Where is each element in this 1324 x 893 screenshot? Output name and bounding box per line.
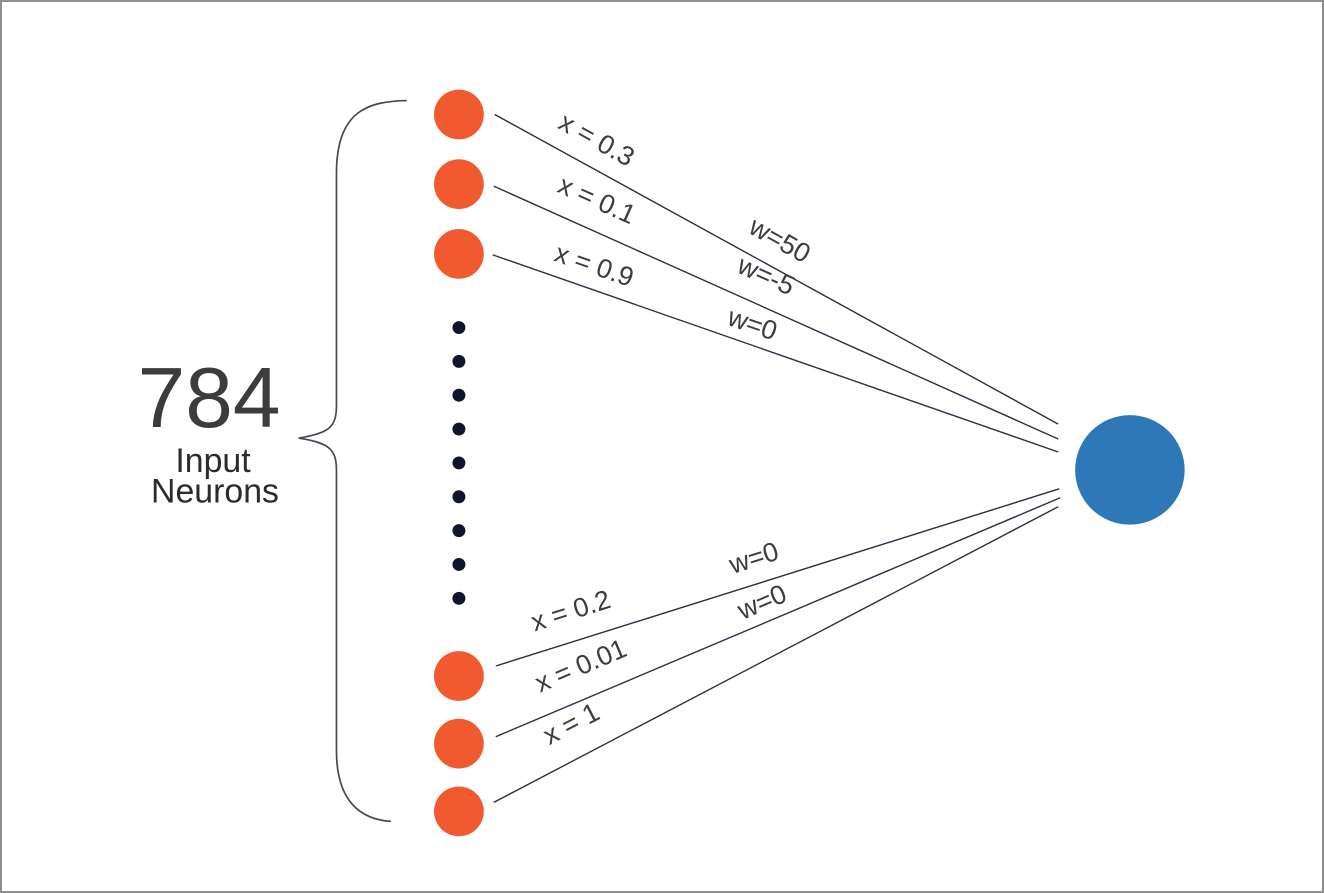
ellipsis-dot bbox=[452, 490, 466, 504]
x-value-label: x = 0.1 bbox=[554, 170, 641, 231]
x-value-label: x = 0.2 bbox=[527, 584, 614, 637]
ellipsis-dot bbox=[452, 321, 466, 335]
input-neuron bbox=[434, 718, 484, 769]
ellipsis-dot bbox=[452, 591, 466, 605]
input-neuron bbox=[434, 786, 484, 837]
connection-line bbox=[493, 506, 1059, 804]
input-neuron bbox=[434, 651, 484, 701]
input-count-label: 784 bbox=[138, 350, 281, 446]
x-value-label: x = 0.9 bbox=[551, 238, 638, 293]
input-neuron bbox=[434, 159, 484, 210]
input-caption-line1: Input bbox=[175, 442, 251, 480]
connection-line bbox=[492, 254, 1059, 453]
connection-line bbox=[494, 113, 1059, 425]
weight-label: w=0 bbox=[732, 578, 791, 626]
connection-line bbox=[495, 497, 1061, 738]
input-neuron bbox=[434, 89, 484, 140]
input-neuron bbox=[434, 228, 484, 279]
connection-line bbox=[495, 488, 1060, 667]
ellipsis-dot bbox=[452, 422, 466, 436]
weight-label: w=0 bbox=[723, 301, 781, 346]
ellipsis-dot bbox=[452, 524, 466, 538]
ellipsis-dot bbox=[452, 354, 466, 368]
ellipsis-dot bbox=[452, 456, 466, 470]
output-neuron bbox=[1075, 415, 1185, 525]
x-value-label: x = 0.3 bbox=[554, 107, 640, 173]
input-caption-line2: Neurons bbox=[151, 473, 279, 511]
ellipsis-dot bbox=[452, 557, 466, 571]
weight-label: w=0 bbox=[725, 536, 783, 580]
x-value-label: x = 0.01 bbox=[531, 633, 631, 698]
input-group-brace bbox=[298, 99, 407, 823]
connection-line bbox=[493, 185, 1059, 440]
ellipsis-dot bbox=[452, 388, 466, 402]
